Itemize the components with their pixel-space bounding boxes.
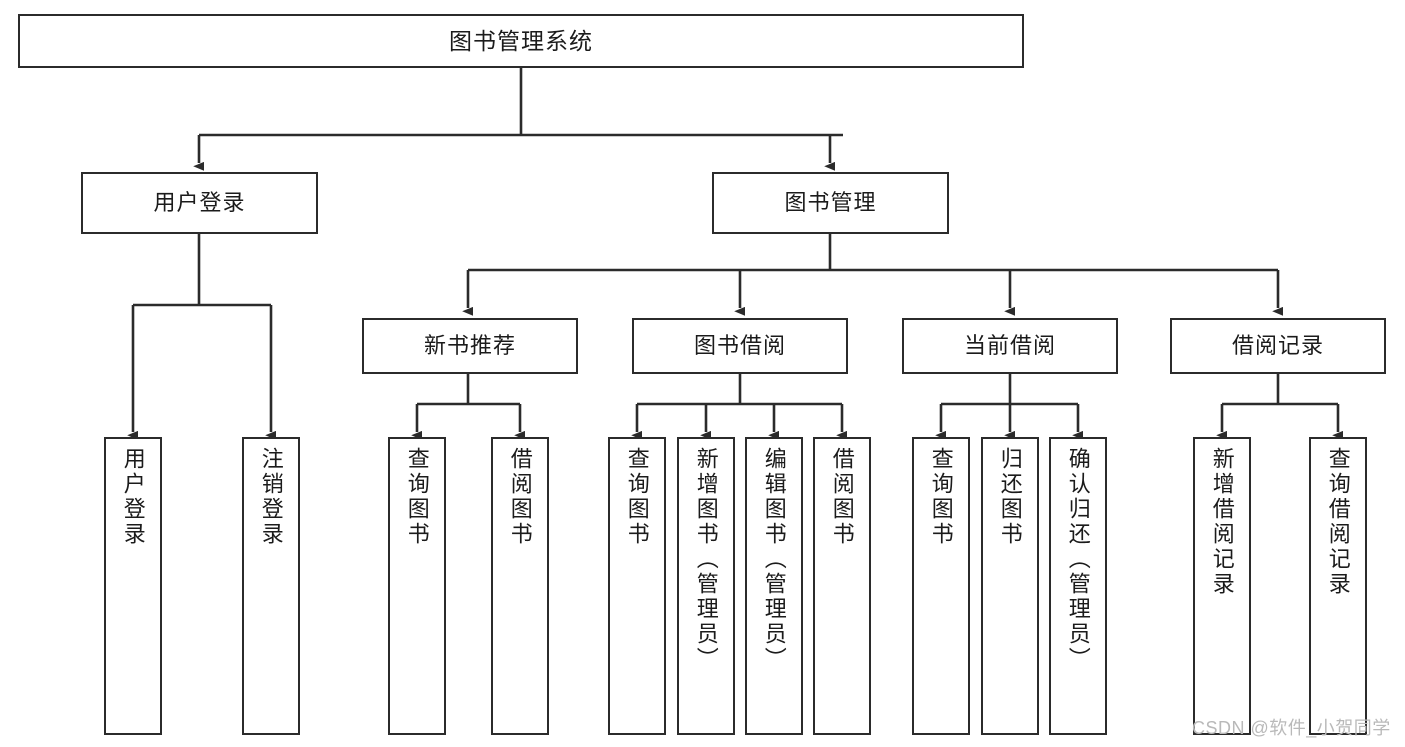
leaf-user-login-signout-label: 注销登录	[258, 447, 284, 547]
leaf-user-login-signout[interactable]: 注销登录	[242, 437, 300, 735]
node-book-manage[interactable]: 图书管理	[712, 172, 949, 234]
leaf-book-borrow-add-label: 新增图书（管理员）	[693, 447, 719, 672]
node-user-login-label: 用户登录	[153, 190, 246, 216]
leaf-current-borrow-return[interactable]: 归还图书	[981, 437, 1039, 735]
leaf-new-book-borrow-label: 借阅图书	[507, 447, 533, 547]
leaf-new-book-query[interactable]: 查询图书	[388, 437, 446, 735]
leaf-borrow-record-query-label: 查询借阅记录	[1325, 447, 1351, 597]
leaf-book-borrow-lend-label: 借阅图书	[829, 447, 855, 547]
node-current-borrow-label: 当前借阅	[963, 333, 1056, 359]
node-user-login[interactable]: 用户登录	[81, 172, 318, 234]
leaf-new-book-borrow[interactable]: 借阅图书	[491, 437, 549, 735]
leaf-book-borrow-edit-label: 编辑图书（管理员）	[761, 447, 787, 672]
leaf-current-borrow-query-label: 查询图书	[928, 447, 954, 547]
leaf-current-borrow-confirm[interactable]: 确认归还（管理员）	[1049, 437, 1107, 735]
leaf-borrow-record-query[interactable]: 查询借阅记录	[1309, 437, 1367, 735]
node-book-manage-label: 图书管理	[784, 190, 877, 216]
leaf-new-book-query-label: 查询图书	[404, 447, 430, 547]
leaf-user-login-signin[interactable]: 用户登录	[104, 437, 162, 735]
leaf-current-borrow-query[interactable]: 查询图书	[912, 437, 970, 735]
node-new-book-recommend[interactable]: 新书推荐	[362, 318, 578, 374]
leaf-book-borrow-query[interactable]: 查询图书	[608, 437, 666, 735]
node-root[interactable]: 图书管理系统	[18, 14, 1024, 68]
leaf-current-borrow-confirm-label: 确认归还（管理员）	[1065, 447, 1091, 672]
leaf-user-login-signin-label: 用户登录	[120, 447, 146, 547]
node-current-borrow[interactable]: 当前借阅	[902, 318, 1118, 374]
leaf-book-borrow-add[interactable]: 新增图书（管理员）	[677, 437, 735, 735]
leaf-book-borrow-lend[interactable]: 借阅图书	[813, 437, 871, 735]
leaf-current-borrow-return-label: 归还图书	[997, 447, 1023, 547]
leaf-book-borrow-query-label: 查询图书	[624, 447, 650, 547]
node-borrow-record-label: 借阅记录	[1231, 333, 1324, 359]
node-book-borrow[interactable]: 图书借阅	[632, 318, 848, 374]
node-book-borrow-label: 图书借阅	[693, 333, 786, 359]
leaf-borrow-record-add[interactable]: 新增借阅记录	[1193, 437, 1251, 735]
node-new-book-recommend-label: 新书推荐	[423, 333, 516, 359]
watermark: CSDN @软件_小贺同学	[1192, 718, 1391, 738]
leaf-book-borrow-edit[interactable]: 编辑图书（管理员）	[745, 437, 803, 735]
node-borrow-record[interactable]: 借阅记录	[1170, 318, 1386, 374]
node-root-label: 图书管理系统	[449, 27, 593, 54]
leaf-borrow-record-add-label: 新增借阅记录	[1209, 447, 1235, 597]
